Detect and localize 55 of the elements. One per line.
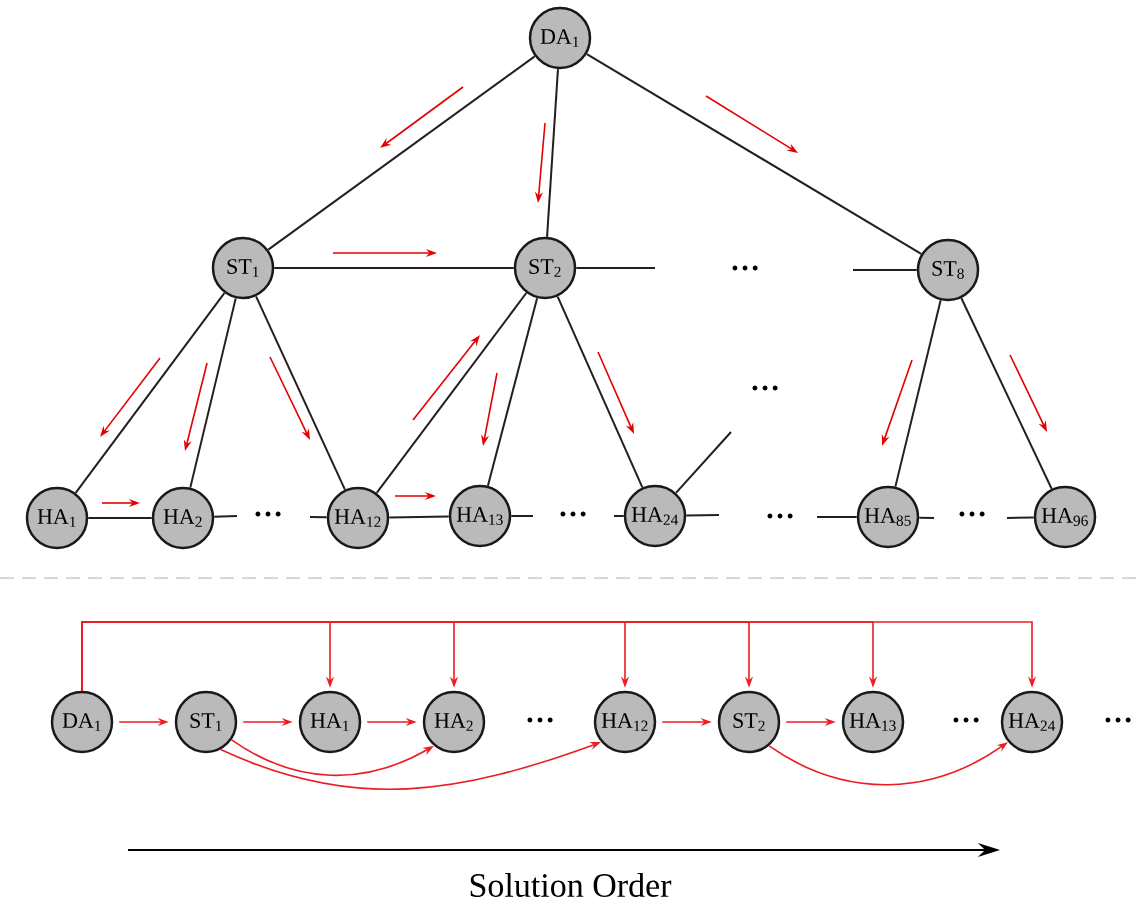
ellipsis: … <box>767 513 793 519</box>
circle-node: HA$_{13}$ <box>448 484 512 548</box>
circle-node: HA$_{2}$ <box>151 486 215 550</box>
ellipsis: … <box>560 511 586 517</box>
connector-line <box>87 517 153 519</box>
connector-line <box>894 299 942 488</box>
axis-caption: Solution Order <box>470 873 672 897</box>
connector-line <box>309 516 328 519</box>
circle-node: HA$_{2}$ <box>422 690 486 754</box>
connector-line <box>575 267 656 269</box>
circle-node: HA$_{96}$ <box>1033 485 1097 549</box>
connector-line <box>546 68 559 238</box>
circle-node: HA$_{1}$ <box>25 486 89 550</box>
ellipsis: … <box>527 717 553 723</box>
connector-line <box>960 297 1053 490</box>
connector-line <box>510 515 534 517</box>
circle-node: HA$_{12}$ <box>326 486 390 550</box>
arrow <box>81 621 1037 692</box>
connector-line <box>674 431 732 494</box>
circle-node: DA$_{1}$ <box>50 690 114 754</box>
circle-node: ST$_{2}$ <box>513 236 577 300</box>
ellipsis: … <box>959 511 985 517</box>
ellipsis: … <box>752 385 778 391</box>
connector-line <box>852 269 918 271</box>
connector-line <box>1006 516 1035 519</box>
connector-line <box>255 295 346 491</box>
circle-node: HA$_{1}$ <box>298 690 362 754</box>
circle-node: HA$_{12}$ <box>593 690 657 754</box>
connector-line <box>486 297 539 487</box>
circle-node: HA$_{85}$ <box>856 485 920 549</box>
connector-line <box>273 267 515 269</box>
circle-node: HA$_{24}$ <box>1000 690 1064 754</box>
circle-node: HA$_{13}$ <box>841 690 905 754</box>
circle-node: ST$_{1}$ <box>174 690 238 754</box>
circle-node: ST$_{2}$ <box>717 690 781 754</box>
connector-line <box>816 516 858 518</box>
connector-line <box>74 292 226 494</box>
connector-line <box>213 515 238 518</box>
connector-line <box>388 515 450 519</box>
connector-line <box>585 53 923 255</box>
connector-line <box>556 295 644 489</box>
circle-node: DA$_{1}$ <box>528 6 592 70</box>
connector-line <box>375 292 528 494</box>
circle-node: HA$_{24}$ <box>623 484 687 548</box>
connector-line <box>918 516 935 519</box>
ellipsis: … <box>953 717 979 723</box>
connector-line <box>613 515 625 517</box>
circle-node: ST$_{1}$ <box>211 236 275 300</box>
connector-line <box>189 297 237 489</box>
circle-node: ST$_{8}$ <box>916 238 980 302</box>
connector-line <box>267 55 536 251</box>
ellipsis: … <box>732 265 758 271</box>
connector-line <box>685 514 720 517</box>
ellipsis: … <box>255 511 281 517</box>
ellipsis: … <box>1105 717 1131 723</box>
